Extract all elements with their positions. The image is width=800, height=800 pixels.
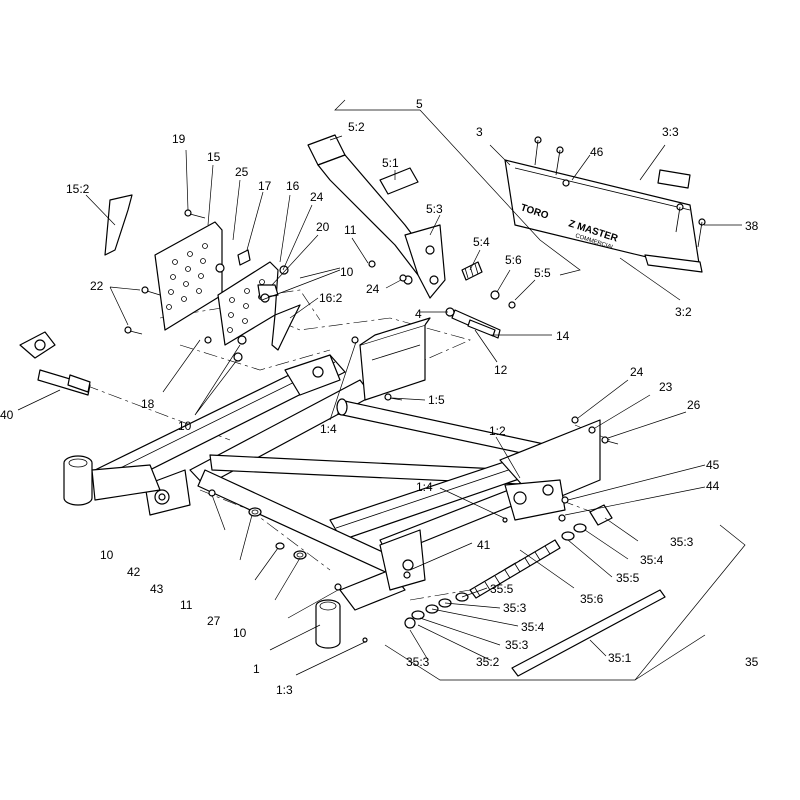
callout-20: 20 <box>316 220 330 234</box>
callout-45: 45 <box>706 458 720 472</box>
callout-11-a: 11 <box>344 223 357 237</box>
decal-panel-3: TORO Z MASTER COMMERCIAL <box>504 136 706 273</box>
callout-15: 15 <box>207 150 221 164</box>
main-frame <box>63 317 601 649</box>
callout-5-5: 5:5 <box>534 266 551 280</box>
callout-18: 18 <box>141 397 155 411</box>
callout-16-2: 16:2 <box>319 291 343 305</box>
leader-lines <box>17 99 746 681</box>
callout-26: 26 <box>687 398 701 412</box>
pedal-assembly-5 <box>307 134 516 339</box>
spring-assembly-35 <box>411 504 666 677</box>
callout-16: 16 <box>286 179 300 193</box>
callout-10-d: 10 <box>233 626 247 640</box>
callout-1: 1 <box>253 662 260 676</box>
callout-35-5-a: 35:5 <box>616 571 640 585</box>
callout-22: 22 <box>90 279 104 293</box>
callout-5: 5 <box>416 97 423 111</box>
callout-35-3-a: 35:3 <box>670 535 694 549</box>
callout-44: 44 <box>706 479 720 493</box>
hardware <box>124 209 619 643</box>
callout-35-3-b: 35:3 <box>503 601 527 615</box>
callout-4: 4 <box>415 307 422 321</box>
callout-12: 12 <box>494 363 508 377</box>
callout-1-3: 1:3 <box>276 683 293 697</box>
plate-holes-16 <box>227 279 265 333</box>
callout-5-2: 5:2 <box>348 120 365 134</box>
callout-3: 3 <box>476 125 483 139</box>
callout-40: 40 <box>0 408 14 422</box>
callout-42: 42 <box>127 565 141 579</box>
callout-10-b: 10 <box>178 419 192 433</box>
callout-35-2: 35:2 <box>476 655 500 669</box>
callout-35-5-b: 35:5 <box>490 582 514 596</box>
callout-1-4-a: 1:4 <box>320 422 337 436</box>
callout-19: 19 <box>172 132 186 146</box>
callout-labels: 5 5:2 5:1 5:3 5:4 5:6 5:5 3 46 3:3 38 3:… <box>0 97 759 697</box>
axle-rod-40 <box>19 331 91 396</box>
callout-5-4: 5:4 <box>473 235 490 249</box>
callout-35-4-a: 35:4 <box>640 553 664 567</box>
callout-24-c: 24 <box>630 365 644 379</box>
callout-24-b: 24 <box>366 282 380 296</box>
callout-5-3: 5:3 <box>426 202 443 216</box>
callout-14: 14 <box>556 329 570 343</box>
callout-27: 27 <box>207 614 221 628</box>
callout-35-3-d: 35:3 <box>406 655 430 669</box>
callout-35-3-c: 35:3 <box>505 638 529 652</box>
side-plates <box>104 194 301 362</box>
callout-25: 25 <box>235 165 249 179</box>
callout-15-2: 15:2 <box>66 182 90 196</box>
callout-38: 38 <box>745 219 759 233</box>
callout-23: 23 <box>659 380 673 394</box>
callout-17: 17 <box>258 179 272 193</box>
callout-11-b: 11 <box>180 598 193 612</box>
callout-35: 35 <box>745 655 759 669</box>
plate-holes-15 <box>166 243 208 310</box>
callout-1-5: 1:5 <box>428 393 445 407</box>
callout-3-3: 3:3 <box>662 125 679 139</box>
callout-10-c: 10 <box>100 548 114 562</box>
callout-5-6: 5:6 <box>505 253 522 267</box>
callout-35-6: 35:6 <box>580 592 604 606</box>
callout-24-a: 24 <box>310 190 324 204</box>
callout-46: 46 <box>590 145 604 159</box>
callout-1-4-b: 1:4 <box>416 480 433 494</box>
callout-1-2: 1:2 <box>489 424 506 438</box>
callout-41: 41 <box>477 538 491 552</box>
callout-10-a: 10 <box>340 265 354 279</box>
callout-5-1: 5:1 <box>382 156 399 170</box>
callout-43: 43 <box>150 582 164 596</box>
callout-3-2: 3:2 <box>675 305 692 319</box>
callout-35-1: 35:1 <box>608 651 632 665</box>
callout-35-4-b: 35:4 <box>521 620 545 634</box>
